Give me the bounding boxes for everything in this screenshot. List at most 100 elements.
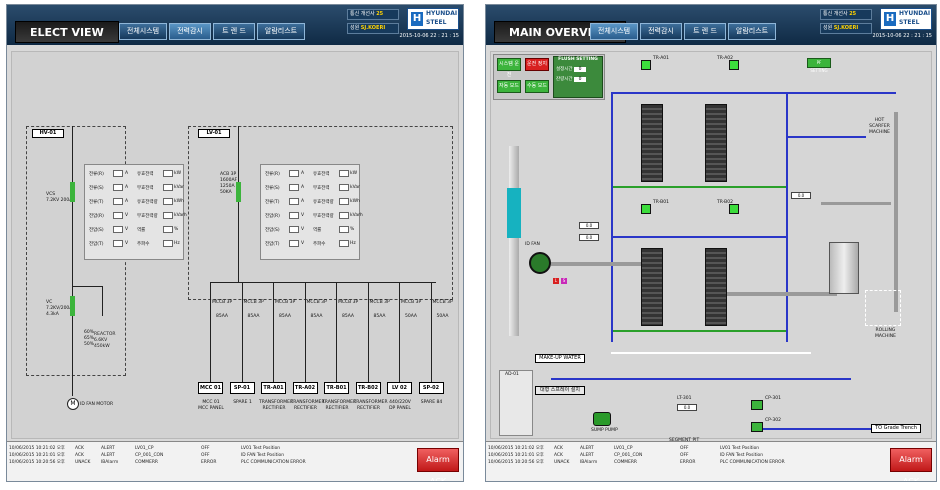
feeder-box[interactable]: SP-02 bbox=[418, 382, 444, 394]
tr-b02-icon[interactable] bbox=[729, 204, 739, 214]
cp-302-icon[interactable] bbox=[751, 422, 763, 432]
flush-set-input[interactable]: 0 bbox=[574, 67, 586, 72]
acb-breaker-icon[interactable] bbox=[236, 182, 241, 202]
vcs-breaker-icon[interactable] bbox=[70, 182, 75, 202]
pf-display: 0.0 bbox=[791, 192, 811, 199]
pipe bbox=[611, 92, 613, 342]
nav-button-alarmlist[interactable]: 알람리스트 bbox=[257, 23, 305, 40]
cp-label: CP-301 bbox=[765, 396, 781, 401]
wesp-a02[interactable] bbox=[705, 104, 727, 182]
nav-button-power[interactable]: 전력감시 bbox=[169, 23, 211, 40]
meter-unit: Hz bbox=[350, 241, 356, 246]
cp-label: CP-302 bbox=[765, 418, 781, 423]
hot-scarfer-label: HOT SCARFER MACHINE bbox=[869, 118, 890, 135]
status-lamp-icon: L bbox=[553, 278, 559, 284]
sump-pump-icon[interactable] bbox=[593, 412, 611, 426]
feeder-box[interactable]: TR-A02 bbox=[292, 382, 318, 394]
system-run-button[interactable]: 시스템 운전 bbox=[497, 58, 521, 78]
process-diagram: 시스템 운전 운전 정지 자동 모드 수동 모드 FLUSH SETTING 설… bbox=[490, 51, 932, 443]
meter-unit: V bbox=[301, 227, 305, 232]
feeder-box[interactable]: TR-B02 bbox=[355, 382, 381, 394]
datetime: 2015-10-06 22 : 21 : 15 bbox=[872, 33, 932, 39]
feeder-box[interactable]: SP-01 bbox=[229, 382, 255, 394]
mccb-label: MCCB 3P bbox=[275, 300, 296, 305]
meter-unit: kW bbox=[350, 171, 358, 176]
nav-button-trend[interactable]: 트 렌 드 bbox=[684, 23, 726, 40]
ad-label: AD-01 bbox=[505, 372, 519, 377]
cp-301-icon[interactable] bbox=[751, 400, 763, 410]
meter-value-box bbox=[289, 170, 299, 177]
meter-value-box bbox=[339, 170, 349, 177]
feeder-line bbox=[210, 282, 211, 382]
meter-label: 전류(S) bbox=[89, 186, 104, 191]
pf-setting-button[interactable]: PF SETTING bbox=[807, 58, 831, 73]
user-status: 성원 SJ.KOERI bbox=[820, 23, 872, 34]
meter-value-box bbox=[289, 184, 299, 191]
tr-a02-icon[interactable] bbox=[729, 60, 739, 70]
meter-value-box bbox=[289, 212, 299, 219]
auto-mode-button[interactable]: 자동 모드 bbox=[497, 80, 521, 93]
meter-value-box bbox=[163, 212, 173, 219]
system-stop-button[interactable]: 운전 정지 bbox=[525, 58, 549, 71]
feeder-box[interactable]: MCC 01 bbox=[198, 382, 223, 394]
meter-label: 무효전력량 bbox=[313, 214, 334, 219]
wesp-b01[interactable] bbox=[641, 248, 663, 326]
single-line-diagram: HV-01 VCS 7.2KV 200A VC 7.2KV/200A 4.3kA… bbox=[11, 51, 459, 439]
id-fan-icon[interactable] bbox=[529, 252, 551, 274]
ad-unit[interactable] bbox=[499, 370, 533, 436]
meter-label: 유효전력 bbox=[313, 172, 330, 177]
feeder-desc: TRANSFORMER RECTIFIER bbox=[290, 400, 325, 411]
meter-unit: A bbox=[125, 171, 129, 176]
meter-unit: A bbox=[301, 171, 305, 176]
feeder-box[interactable]: TR-A01 bbox=[261, 382, 286, 394]
tr-label: TR-B02 bbox=[717, 200, 733, 205]
feeder-desc: SPARE 84 bbox=[420, 400, 443, 405]
meter-unit: A bbox=[125, 199, 129, 204]
sump-pump-label: SUMP PUMP bbox=[591, 428, 618, 433]
nav-button-power[interactable]: 전력감시 bbox=[640, 23, 682, 40]
wet-scrubber[interactable] bbox=[829, 242, 859, 294]
vc-label: VC 7.2KV/200A 4.3kA bbox=[46, 300, 73, 317]
feeder-desc: MCC 01 MCC PANEL bbox=[198, 400, 224, 411]
meter-unit: kWh bbox=[350, 199, 360, 204]
feeder-box[interactable]: LV 02 bbox=[387, 382, 412, 394]
rolling-machine[interactable] bbox=[865, 290, 901, 326]
tr-b01-icon[interactable] bbox=[641, 204, 651, 214]
spray-button[interactable]: 대형 스프레이 설치 bbox=[535, 386, 585, 395]
nav-button-alarmlist[interactable]: 알람리스트 bbox=[728, 23, 776, 40]
header-bar: ELECT VIEW 전체시스템 전력감시 트 렌 드 알람리스트 통신 개선사… bbox=[7, 5, 463, 45]
duct bbox=[894, 112, 898, 312]
meter-unit: % bbox=[350, 227, 355, 232]
meter-value-box bbox=[289, 240, 299, 247]
mccb-label: MCCB 3P bbox=[212, 300, 233, 305]
meter-label: 역률 bbox=[313, 228, 322, 233]
meter-value-box bbox=[339, 226, 349, 233]
feeder-box[interactable]: TR-B01 bbox=[324, 382, 349, 394]
temp-display: 0.0 bbox=[579, 234, 599, 241]
comm-status: 통신 개선사 25 bbox=[820, 9, 872, 20]
alarm-ack-button[interactable]: Alarm ACK bbox=[417, 448, 459, 481]
wesp-b02[interactable] bbox=[705, 248, 727, 326]
vc-breaker-icon[interactable] bbox=[70, 296, 75, 316]
rolling-machine-label: ROLLING MACHINE bbox=[875, 328, 896, 339]
nav-button-system[interactable]: 전체시스템 bbox=[590, 23, 638, 40]
tr-a01-icon[interactable] bbox=[641, 60, 651, 70]
nav-button-trend[interactable]: 트 렌 드 bbox=[213, 23, 255, 40]
alarm-ack-button[interactable]: Alarm ACK bbox=[890, 448, 932, 481]
meter-unit: V bbox=[301, 241, 305, 246]
mccb-rating: 85AA bbox=[247, 314, 260, 319]
wesp-a01[interactable] bbox=[641, 104, 663, 182]
meter-value-box bbox=[339, 240, 349, 247]
mccb-rating: 85AA bbox=[279, 314, 292, 319]
manual-mode-button[interactable]: 수동 모드 bbox=[525, 80, 549, 93]
pipe bbox=[551, 378, 851, 380]
meter-unit: kVar bbox=[350, 185, 360, 190]
nav-button-system[interactable]: 전체시스템 bbox=[119, 23, 167, 40]
